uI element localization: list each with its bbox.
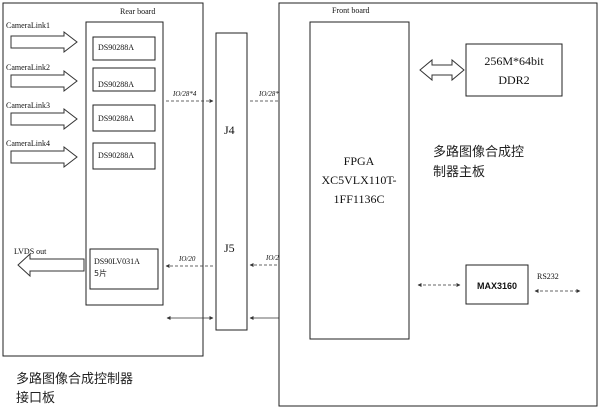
rear-board-title: Rear board xyxy=(120,7,155,16)
front-board-caption-line1: 多路图像合成控 xyxy=(433,144,524,160)
input-cameralink4-label: CameraLink4 xyxy=(6,139,50,148)
max3160-block xyxy=(465,264,529,305)
connector-j5-label: J5 xyxy=(224,241,235,255)
bus-rear-to-j4-label: IO/28*4 xyxy=(172,90,197,98)
fpga-part-line1: XC5VLX110T- xyxy=(321,173,396,187)
rear-board-caption-line1: 多路图像合成控制器 xyxy=(16,371,133,387)
rs232-label: RS232 xyxy=(537,272,559,281)
ddr2-capacity: 256M*64bit xyxy=(484,54,544,68)
input-cameralink2-arrow xyxy=(10,69,78,93)
front-board-caption-line2: 制器主板 xyxy=(433,165,485,180)
chip-ds90288a-3 xyxy=(92,104,156,132)
ddr2-block xyxy=(465,43,563,97)
connector-j4-label: J4 xyxy=(224,123,235,137)
rear-board-caption-line2: 接口板 xyxy=(16,390,55,406)
chip-ds90288a-1-label: DS90288A xyxy=(98,43,134,52)
fpga-block xyxy=(309,21,410,340)
bus-j4-to-front-label: IO/28*4 xyxy=(258,90,283,98)
lvds-out-arrow xyxy=(17,252,85,278)
input-cameralink1-label: CameraLink1 xyxy=(6,21,50,30)
front-board-title: Front board xyxy=(332,6,370,15)
fpga-ddr2-double-arrow xyxy=(419,58,465,82)
chip-ds90288a-2 xyxy=(92,67,156,92)
fpga-part-line2: 1FF1136C xyxy=(334,192,385,206)
chip-ds90lv031a-label: DS90LV031A xyxy=(94,257,140,266)
input-cameralink1-arrow xyxy=(10,30,78,54)
input-cameralink3-arrow xyxy=(10,107,78,131)
chip-ds90lv031a xyxy=(89,248,159,290)
chip-ds90lv031a-count: 5片 xyxy=(94,268,107,278)
input-cameralink2-label: CameraLink2 xyxy=(6,63,50,72)
chip-ds90288a-4 xyxy=(92,142,156,170)
max3160-label: MAX3160 xyxy=(477,281,517,291)
ddr2-label: DDR2 xyxy=(498,73,529,87)
bus-j5-to-rear-label: IO/20 xyxy=(178,255,196,263)
chip-ds90288a-1 xyxy=(92,36,156,61)
input-cameralink4-arrow xyxy=(10,145,78,169)
lvds-out-label: LVDS out xyxy=(14,247,47,256)
chip-ds90288a-4-label: DS90288A xyxy=(98,151,134,160)
connector-strip xyxy=(215,32,248,331)
fpga-label: FPGA xyxy=(344,154,375,168)
chip-ds90288a-3-label: DS90288A xyxy=(98,114,134,123)
input-cameralink3-label: CameraLink3 xyxy=(6,101,50,110)
chip-ds90288a-2-label: DS90288A xyxy=(98,80,134,89)
bus-front-to-j5-label: IO/20 xyxy=(265,254,283,262)
